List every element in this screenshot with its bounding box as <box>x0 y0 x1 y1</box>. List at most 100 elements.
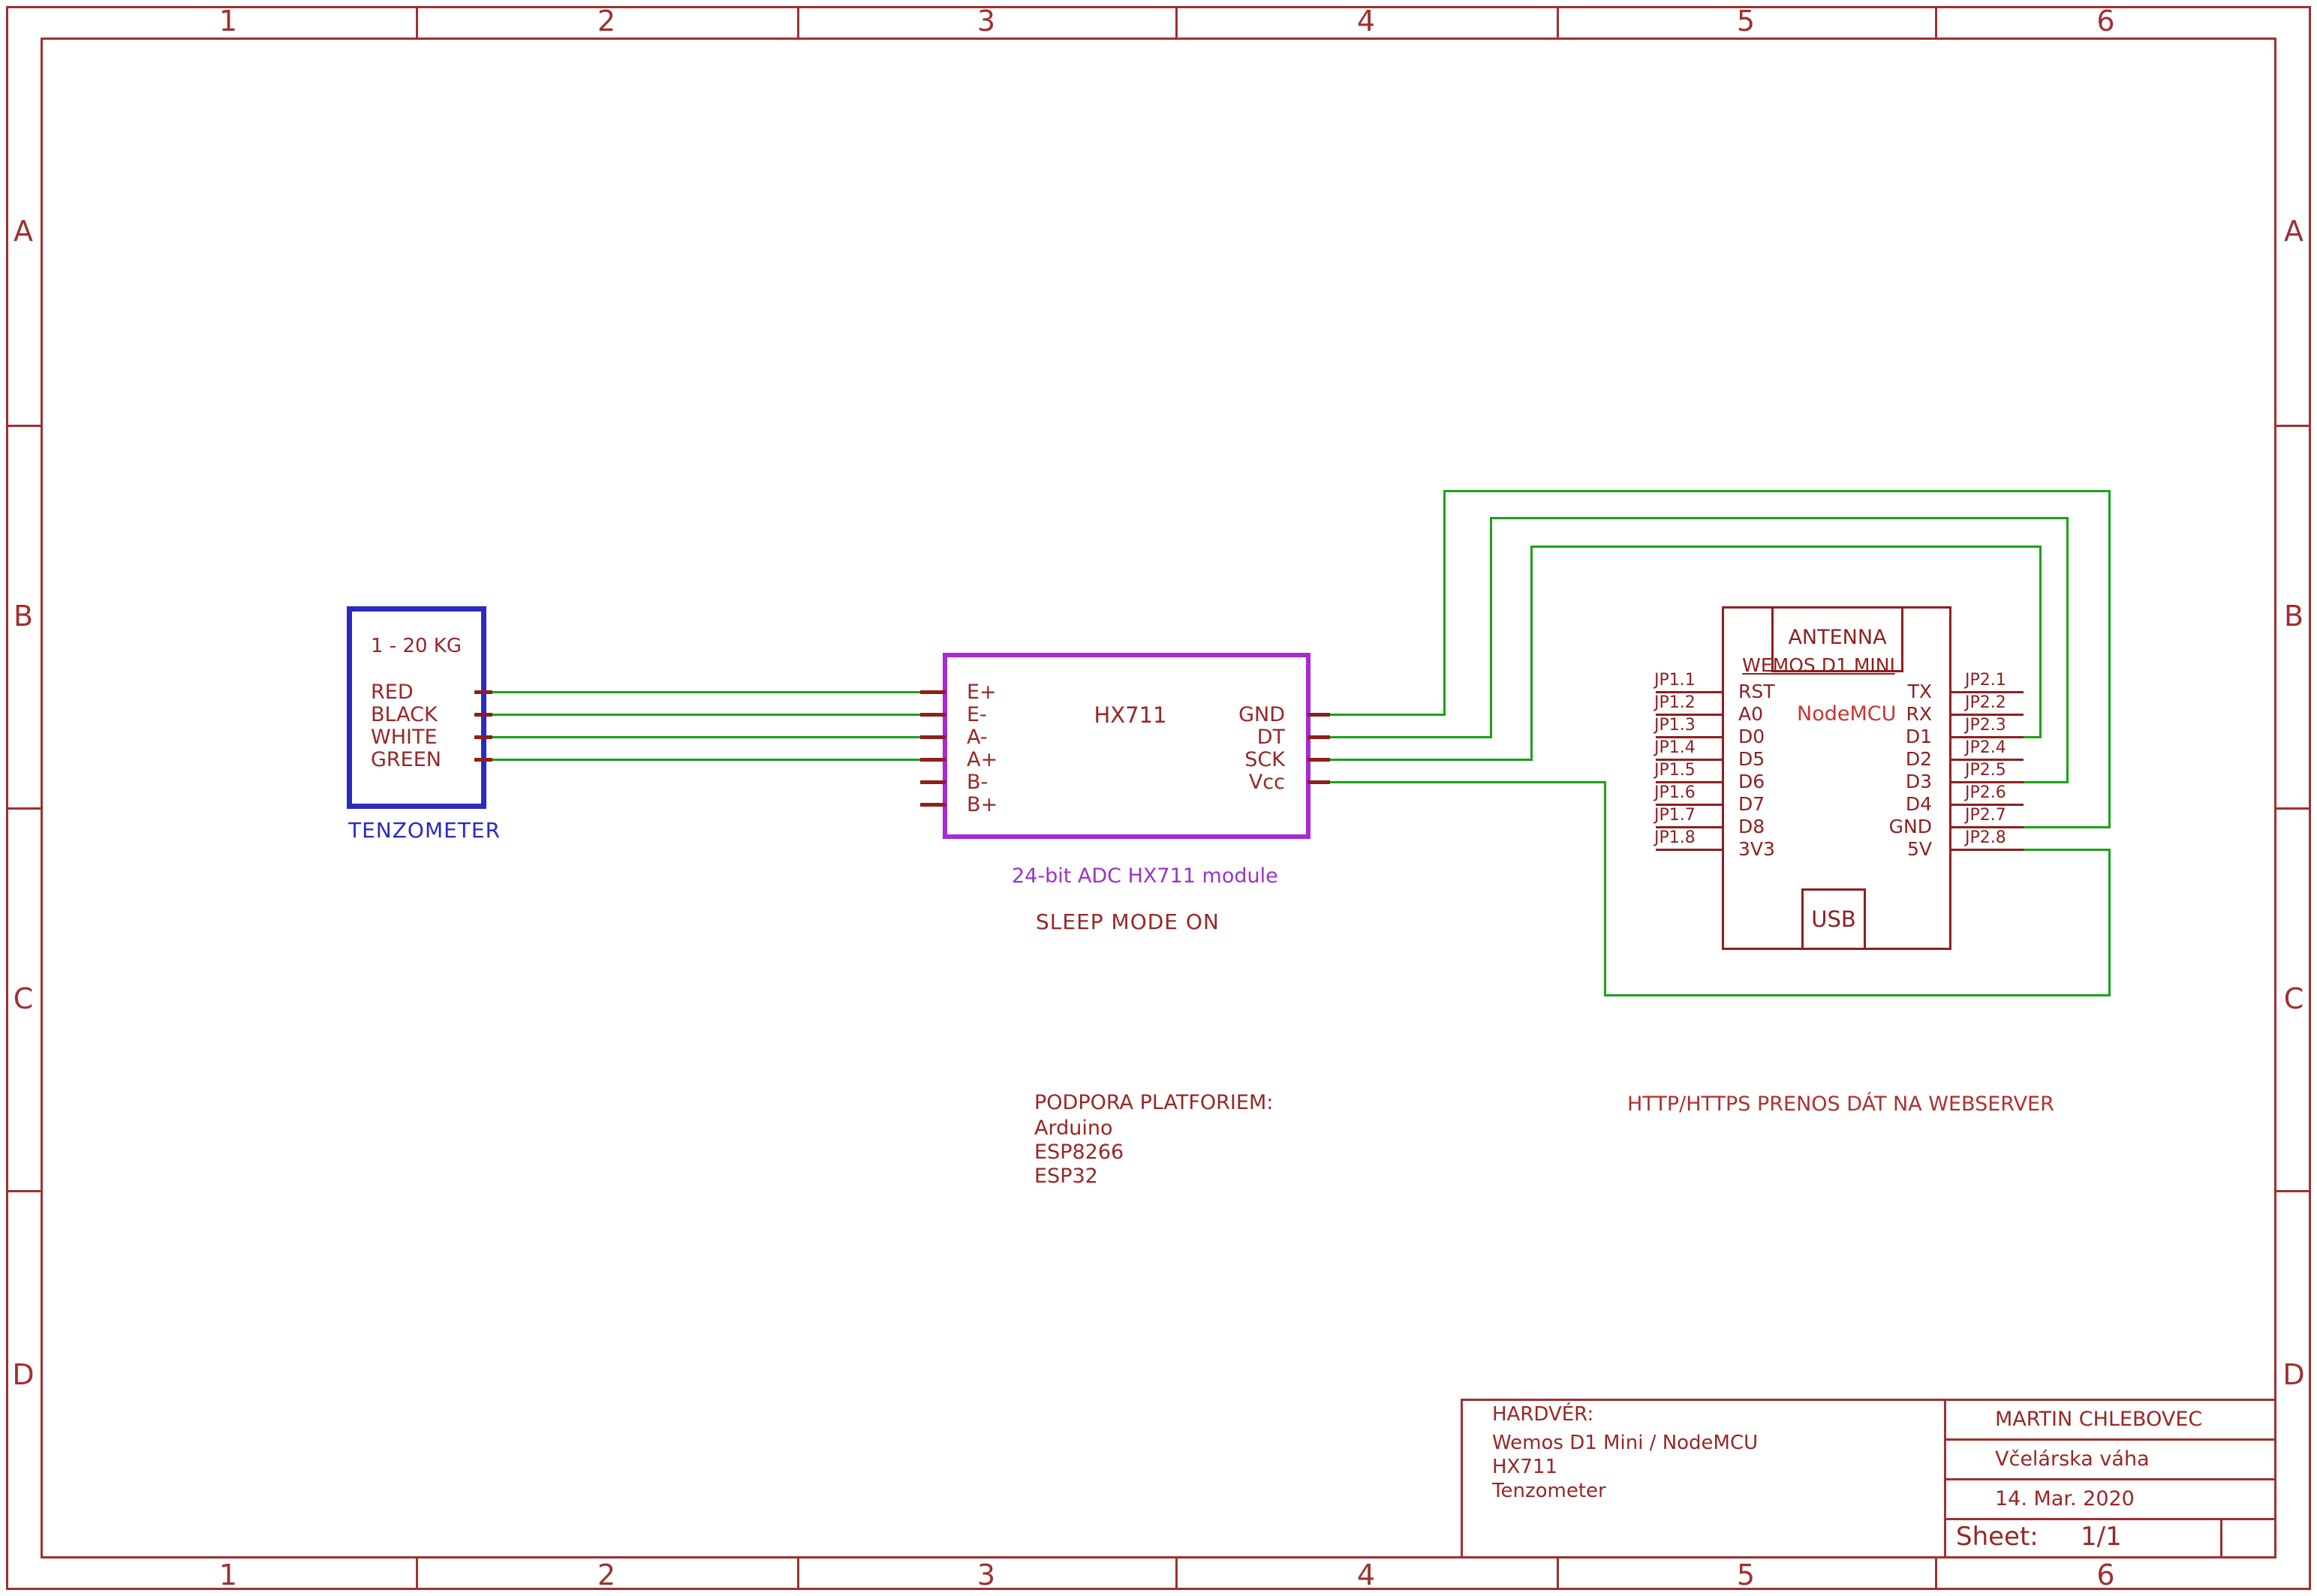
frame-column-label: 2 <box>597 5 616 38</box>
hx711-left-pin-label: B+ <box>967 793 998 816</box>
frame-inner-border <box>41 38 2276 1558</box>
tenzometer-pin-label: BLACK <box>371 703 438 726</box>
tenzometer-symbol <box>347 606 486 809</box>
hx711-left-pin-label: B- <box>967 771 988 794</box>
nodemcu-right-pin-name: JP2.5 <box>1965 761 2006 780</box>
nodemcu-left-pin-name: JP1.1 <box>1654 671 1696 690</box>
nodemcu-left-pin-name: JP1.2 <box>1654 693 1696 712</box>
nodemcu-left-pin-line <box>1656 826 1722 828</box>
frame-column-label: 6 <box>2096 5 2115 38</box>
net-wire-segment <box>2039 546 2042 738</box>
net-wire-segment <box>1310 781 1606 783</box>
nodemcu-left-pin-signal: D0 <box>1738 726 1765 747</box>
nodemcu-right-pin-name: JP2.7 <box>1965 806 2006 825</box>
frame-tick-right <box>2276 807 2311 810</box>
tenzometer-range-label: 1 - 20 KG <box>371 635 462 657</box>
frame-tick-left <box>6 425 41 427</box>
frame-tick-top <box>1935 6 1937 38</box>
frame-column-label: 3 <box>976 1558 996 1591</box>
frame-tick-left <box>6 1190 41 1192</box>
hx711-right-pin-label: DT <box>1256 726 1285 749</box>
frame-tick-top <box>797 6 799 38</box>
frame-outer-border <box>6 6 2311 1590</box>
nodemcu-right-pin-line <box>1951 759 2024 761</box>
net-wire-segment <box>1604 781 1606 996</box>
nodemcu-part-label: WEMOS D1 MINI <box>1742 654 1895 676</box>
hx711-pin-stub <box>920 735 946 739</box>
titleblock-sheet-divider <box>2220 1518 2222 1558</box>
tenzometer-name-label: TENZOMETER <box>348 818 501 843</box>
nodemcu-left-pin-line <box>1656 781 1722 783</box>
hx711-left-pin-label: A- <box>967 726 988 749</box>
nodemcu-left-pin-signal: 3V3 <box>1738 838 1775 860</box>
net-wire-segment <box>2023 781 2069 783</box>
nodemcu-left-pin-line <box>1656 691 1722 693</box>
nodemcu-right-pin-line <box>1951 736 2024 738</box>
tenzometer-pin-label: GREEN <box>371 748 441 771</box>
hx711-pin-stub <box>1307 713 1330 717</box>
nodemcu-right-pin-line <box>1951 781 2024 783</box>
frame-tick-right <box>2276 425 2311 427</box>
nodemcu-left-pin-signal: D8 <box>1738 816 1765 837</box>
frame-tick-top <box>416 6 418 38</box>
hx711-pin-stub <box>1307 735 1330 739</box>
hardware-line: Wemos D1 Mini / NodeMCU <box>1492 1432 1759 1454</box>
nodemcu-right-pin-name: JP2.2 <box>1965 693 2006 712</box>
frame-row-label: A <box>14 215 33 248</box>
titleblock-top-line <box>1461 1399 2276 1401</box>
frame-column-label: 2 <box>597 1558 616 1591</box>
nodemcu-right-pin-signal: RX <box>1906 703 1933 725</box>
frame-tick-bottom <box>797 1558 799 1590</box>
nodemcu-left-pin-name: JP1.8 <box>1654 828 1696 847</box>
nodemcu-right-pin-line <box>1951 691 2024 693</box>
frame-row-label: D <box>12 1357 35 1391</box>
frame-tick-top <box>1175 6 1178 38</box>
nodemcu-left-pin-name: JP1.3 <box>1654 716 1696 735</box>
nodemcu-left-pin-line <box>1656 804 1722 806</box>
hx711-left-pin-label: E+ <box>967 681 997 704</box>
net-wire-segment <box>1443 490 1446 716</box>
titleblock-row-line <box>1944 1518 2276 1520</box>
date-label: 14. Mar. 2020 <box>1995 1487 2135 1510</box>
titleblock-row-line <box>1944 1478 2276 1480</box>
nodemcu-left-pin-signal: A0 <box>1738 703 1764 725</box>
frame-tick-top <box>1557 6 1559 38</box>
hx711-pin-stub <box>920 690 946 694</box>
frame-tick-right <box>2276 1190 2311 1192</box>
nodemcu-right-pin-name: JP2.1 <box>1965 671 2006 690</box>
hx711-right-pin-label: SCK <box>1244 748 1285 771</box>
frame-column-label: 5 <box>1736 5 1756 38</box>
frame-tick-bottom <box>416 1558 418 1590</box>
nodemcu-right-pin-signal: 5V <box>1906 838 1932 860</box>
nodemcu-left-pin-signal: D6 <box>1738 771 1765 792</box>
hx711-pin-stub <box>920 713 946 717</box>
hx711-pin-stub <box>920 780 946 784</box>
hx711-pin-stub <box>920 803 946 807</box>
frame-tick-left <box>6 807 41 810</box>
tenzometer-pin-label: WHITE <box>371 726 438 749</box>
frame-row-label: A <box>2284 215 2303 248</box>
frame-column-label: 4 <box>1356 5 1376 38</box>
platform-note-title: PODPORA PLATFORIEM: <box>1034 1091 1274 1114</box>
hx711-name-label: HX711 <box>1094 702 1167 728</box>
nodemcu-right-pin-signal: GND <box>1888 816 1932 837</box>
nodemcu-right-pin-name: JP2.3 <box>1965 716 2006 735</box>
nodemcu-left-pin-signal: D5 <box>1738 748 1765 770</box>
net-wire-segment <box>2023 736 2042 738</box>
nodemcu-left-pin-name: JP1.4 <box>1654 738 1696 757</box>
transfer-note: HTTP/HTTPS PRENOS DÁT NA WEBSERVER <box>1627 1093 2054 1116</box>
frame-column-label: 3 <box>976 5 996 38</box>
tenzometer-pin-stub <box>474 690 492 694</box>
net-wire-segment <box>2066 517 2069 783</box>
nodemcu-right-pin-name: JP2.6 <box>1965 783 2006 802</box>
net-wire-segment <box>2108 849 2111 996</box>
hx711-symbol <box>943 653 1310 839</box>
frame-row-label: B <box>13 600 34 633</box>
tenzometer-pin-stub <box>474 713 492 717</box>
hx711-right-pin-label: Vcc <box>1248 771 1285 794</box>
nodemcu-right-pin-signal: TX <box>1907 681 1932 702</box>
net-wire-segment <box>2023 849 2111 851</box>
nodemcu-right-pin-name: JP2.8 <box>1965 828 2006 847</box>
usb-box <box>1801 888 1866 950</box>
